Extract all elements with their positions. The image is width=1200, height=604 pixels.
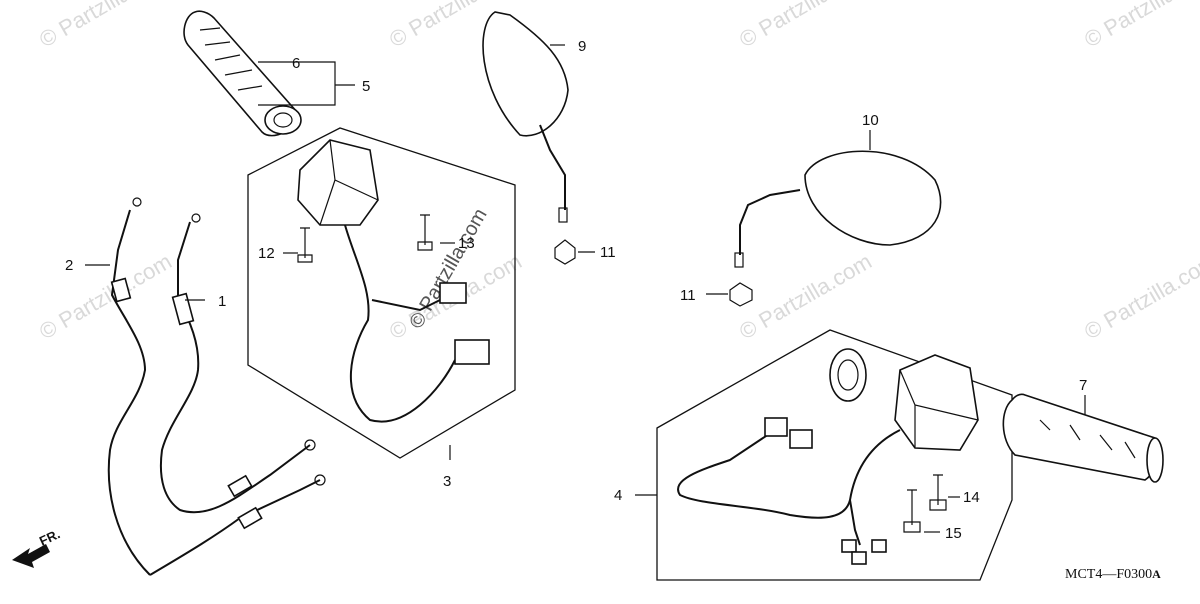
diagram-code: MCT4—F0300A xyxy=(1065,567,1161,582)
direction-label: FR. xyxy=(37,526,62,548)
callout-11-lower: 11 xyxy=(680,287,696,304)
watermark-text: © Partzilla.com xyxy=(1080,249,1200,345)
callout-5: 5 xyxy=(362,78,370,95)
right-handlebar-switch-part[interactable] xyxy=(677,348,979,565)
callout-3: 3 xyxy=(443,473,451,490)
arrow-icon xyxy=(12,544,50,568)
callout-14: 14 xyxy=(963,489,980,506)
right-grip-part[interactable] xyxy=(1002,393,1164,483)
group-outline-left-switch xyxy=(247,127,516,459)
callout-labels: 1 2 3 4 5 6 7 9 10 11 11 12 13 14 15 xyxy=(65,38,1087,542)
watermark-text: © Partzilla.com xyxy=(1080,0,1200,52)
left-grip-part[interactable] xyxy=(183,10,302,137)
callout-1: 1 xyxy=(218,293,226,310)
callout-7: 7 xyxy=(1079,377,1087,394)
callout-11-upper: 11 xyxy=(600,244,616,261)
callout-6: 6 xyxy=(292,55,300,72)
throttle-cables-part[interactable] xyxy=(107,197,326,576)
right-mirror-part[interactable] xyxy=(729,150,942,307)
callout-13: 13 xyxy=(458,235,475,252)
diagram-code-suffix: A xyxy=(1152,567,1161,581)
group-outline-right-switch xyxy=(656,329,1013,581)
left-handlebar-switch-part[interactable] xyxy=(297,139,490,423)
watermark-text: © Partzilla.com xyxy=(735,0,876,52)
front-direction-arrow: FR. xyxy=(12,526,62,568)
watermark-text: © Partzilla.com xyxy=(35,0,176,52)
callout-2: 2 xyxy=(65,257,73,274)
callout-15: 15 xyxy=(945,525,962,542)
callout-12: 12 xyxy=(258,245,275,262)
callout-10: 10 xyxy=(862,112,879,129)
watermark-text: © Partzilla.com xyxy=(735,249,876,345)
diagram-code-main: MCT4—F0300 xyxy=(1065,567,1152,582)
callout-9: 9 xyxy=(578,38,586,55)
left-mirror-part[interactable] xyxy=(482,11,576,265)
callout-4: 4 xyxy=(614,487,622,504)
watermark-text: © Partzilla.com xyxy=(35,249,176,345)
leader-lines xyxy=(85,44,1086,533)
